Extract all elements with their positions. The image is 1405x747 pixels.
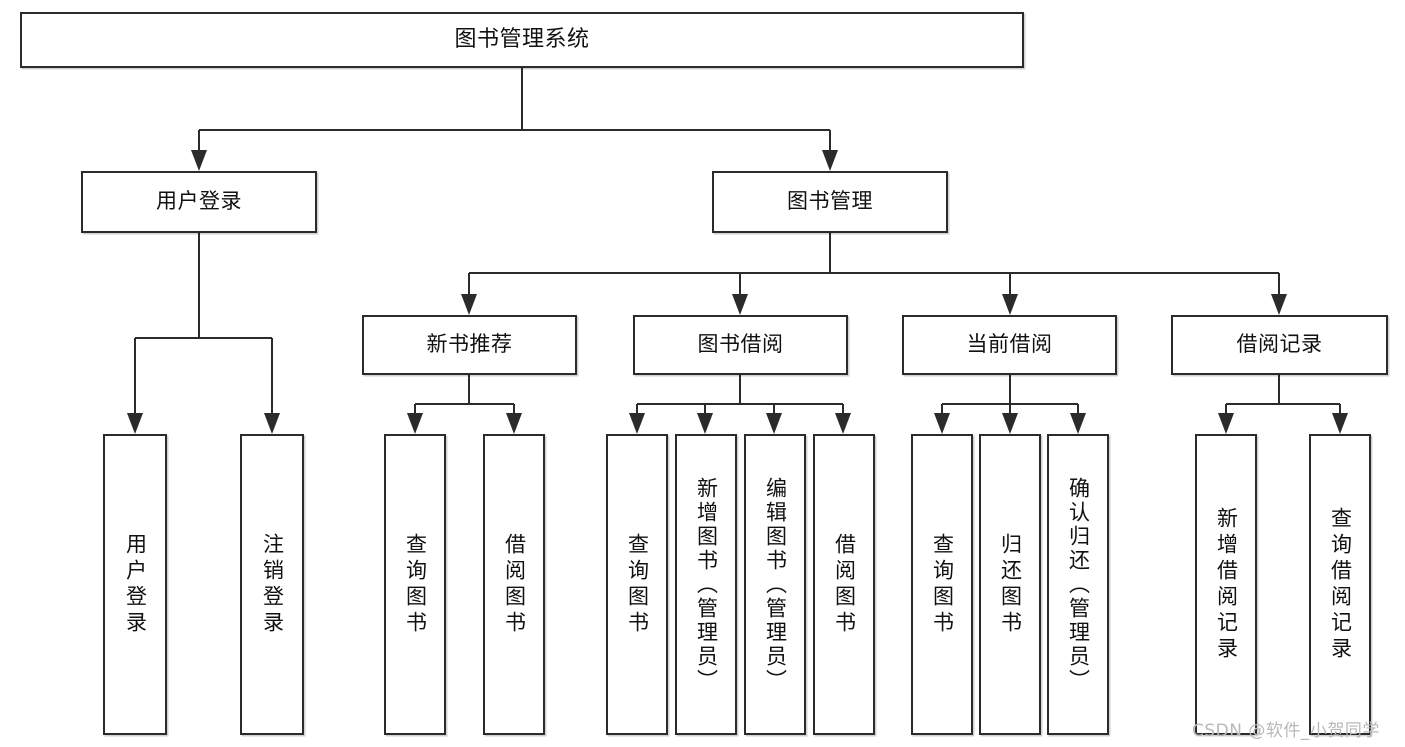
leaf-add-borrowing-record[interactable]: 新增借阅记录 (1195, 434, 1257, 735)
node-label: 查询图书 (625, 532, 650, 637)
node-label: 借阅图书 (832, 532, 857, 637)
leaf-query-book-current[interactable]: 查询图书 (911, 434, 973, 735)
node-label: 查询借阅记录 (1328, 506, 1353, 663)
node-label: 用户登录 (156, 189, 242, 214)
node-label: 新书推荐 (426, 332, 513, 357)
node-label: 图书管理 (787, 189, 873, 214)
leaf-user-login[interactable]: 用户登录 (103, 434, 167, 735)
leaf-query-book-borrowing[interactable]: 查询图书 (606, 434, 668, 735)
leaf-borrow-book-recommendation[interactable]: 借阅图书 (483, 434, 545, 735)
node-label: 借阅图书 (502, 532, 527, 637)
csdn-watermark: CSDN @软件_小贺同学 (1192, 721, 1380, 741)
node-label: 归还图书 (998, 532, 1023, 637)
node-borrowing-records[interactable]: 借阅记录 (1171, 315, 1388, 375)
node-label: 查询图书 (403, 532, 428, 637)
node-label: 注销登录 (260, 532, 285, 637)
node-label: 当前借阅 (966, 332, 1053, 357)
node-label: 新增图书（管理员） (694, 476, 719, 693)
node-book-management[interactable]: 图书管理 (712, 171, 948, 233)
node-book-borrowing[interactable]: 图书借阅 (633, 315, 848, 375)
leaf-query-book-recommendation[interactable]: 查询图书 (384, 434, 446, 735)
node-label: 新增借阅记录 (1214, 506, 1239, 663)
node-label: 用户登录 (123, 532, 148, 637)
node-label: 查询图书 (930, 532, 955, 637)
node-label: 图书管理系统 (454, 26, 590, 52)
node-label: 图书借阅 (697, 332, 784, 357)
leaf-add-book-admin[interactable]: 新增图书（管理员） (675, 434, 737, 735)
node-new-book-recommendation[interactable]: 新书推荐 (362, 315, 577, 375)
node-root-book-management-system[interactable]: 图书管理系统 (20, 12, 1024, 68)
leaf-logout[interactable]: 注销登录 (240, 434, 304, 735)
leaf-return-book[interactable]: 归还图书 (979, 434, 1041, 735)
leaf-edit-book-admin[interactable]: 编辑图书（管理员） (744, 434, 806, 735)
node-user-login[interactable]: 用户登录 (81, 171, 317, 233)
node-label: 编辑图书（管理员） (763, 476, 788, 693)
node-current-borrowing[interactable]: 当前借阅 (902, 315, 1117, 375)
leaf-borrow-book-borrowing[interactable]: 借阅图书 (813, 434, 875, 735)
node-label: 确认归还（管理员） (1066, 476, 1091, 693)
leaf-query-borrowing-record[interactable]: 查询借阅记录 (1309, 434, 1371, 735)
node-label: 借阅记录 (1236, 332, 1323, 357)
leaf-confirm-return-admin[interactable]: 确认归还（管理员） (1047, 434, 1109, 735)
